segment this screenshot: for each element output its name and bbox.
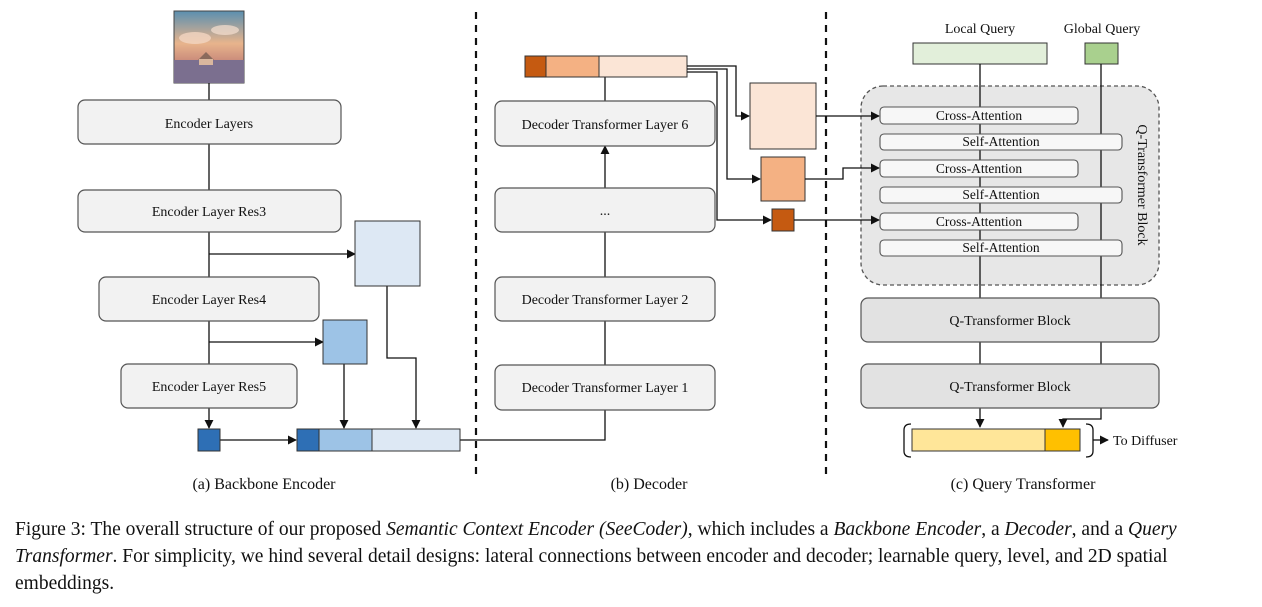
encoder-layers-box: Encoder Layers: [77, 99, 342, 145]
self-attention-3: Self-Attention: [879, 239, 1123, 257]
global-query-token: [1084, 42, 1119, 65]
q-transformer-block-3: Q-Transformer Block: [860, 363, 1160, 409]
multiscale-feature-medium: [760, 156, 806, 202]
q-transformer-block-2: Q-Transformer Block: [860, 297, 1160, 343]
encoder-res5-box: Encoder Layer Res5: [120, 363, 298, 409]
decoder-layer2-label: Decoder Transformer Layer 2: [522, 293, 689, 308]
self-attention-2: Self-Attention: [879, 186, 1123, 204]
self-attention-2-label: Self-Attention: [962, 187, 1039, 202]
decoder-layer2-box: Decoder Transformer Layer 2: [494, 276, 716, 322]
caption-text-5: . For simplicity, we hind several detail…: [15, 546, 1168, 594]
backbone-caption-label: (a) Backbone Encoder: [192, 476, 336, 493]
decoder-layer1-box: Decoder Transformer Layer 1: [494, 364, 716, 411]
multiscale-feature-large: [749, 82, 817, 150]
caption-text-2: , which includes a: [687, 519, 834, 540]
encoder-res3-box: Encoder Layer Res3: [77, 189, 342, 233]
q-transformer-block-vertical-label: Q-Transformer Block: [1134, 124, 1149, 245]
query-transformer-caption-label: (c) Query Transformer: [951, 476, 1097, 493]
caption-decoder: Decoder: [1004, 519, 1072, 540]
res3-feature-map: [354, 220, 421, 287]
self-attention-3-label: Self-Attention: [962, 240, 1039, 255]
res4-feature-map: [322, 319, 368, 365]
to-diffuser-label: To Diffuser: [1113, 434, 1178, 449]
caption-text-1: Figure 3: The overall structure of our p…: [15, 519, 387, 540]
local-query-token: [912, 42, 1048, 65]
cross-attention-1: Cross-Attention: [879, 106, 1079, 125]
q-transformer-block-3-label: Q-Transformer Block: [949, 380, 1070, 395]
self-attention-1: Self-Attention: [879, 133, 1123, 151]
input-image: [173, 10, 245, 84]
encoder-res3-label: Encoder Layer Res3: [152, 205, 266, 220]
local-query-label: Local Query: [945, 22, 1015, 37]
output-query-vector: [903, 423, 1094, 458]
multiscale-feature-small: [771, 208, 795, 232]
res5-feature-map: [197, 428, 221, 452]
decoder-layer1-label: Decoder Transformer Layer 1: [522, 381, 689, 396]
cross-attention-3: Cross-Attention: [879, 212, 1079, 231]
caption-seecoder: Semantic Context Encoder (SeeCoder): [386, 519, 688, 540]
encoder-res4-box: Encoder Layer Res4: [98, 276, 320, 322]
figure-caption: Figure 3: The overall structure of our p…: [15, 516, 1251, 597]
global-query-label: Global Query: [1064, 22, 1141, 37]
encoder-res5-label: Encoder Layer Res5: [152, 380, 266, 395]
caption-query-transformer: Query Transformer: [15, 519, 1177, 567]
seecoder-diagram: Encoder Layers Encoder Layer Res3 Encode…: [77, 10, 1178, 493]
cross-attention-2-label: Cross-Attention: [936, 161, 1022, 176]
decoder-ellipsis-label: ...: [600, 204, 611, 219]
self-attention-1-label: Self-Attention: [962, 134, 1039, 149]
caption-backbone-encoder: Backbone Encoder: [833, 519, 982, 540]
cross-attention-1-label: Cross-Attention: [936, 108, 1022, 123]
caption-text-4: , and a: [1071, 519, 1128, 540]
caption-text-3: , a: [981, 519, 1005, 540]
decoder-layer6-label: Decoder Transformer Layer 6: [522, 118, 689, 133]
encoder-res4-label: Encoder Layer Res4: [152, 293, 266, 308]
cross-attention-3-label: Cross-Attention: [936, 214, 1022, 229]
decoder-output-vector: [524, 55, 688, 78]
decoder-layer6-box: Decoder Transformer Layer 6: [494, 100, 716, 147]
decoder-caption-label: (b) Decoder: [611, 476, 689, 493]
encoder-layers-label: Encoder Layers: [165, 117, 253, 132]
decoder-ellipsis-box: ...: [494, 187, 716, 233]
cross-attention-2: Cross-Attention: [879, 159, 1079, 178]
q-transformer-block-2-label: Q-Transformer Block: [949, 314, 1070, 329]
concatenated-feature-vector: [296, 428, 461, 452]
